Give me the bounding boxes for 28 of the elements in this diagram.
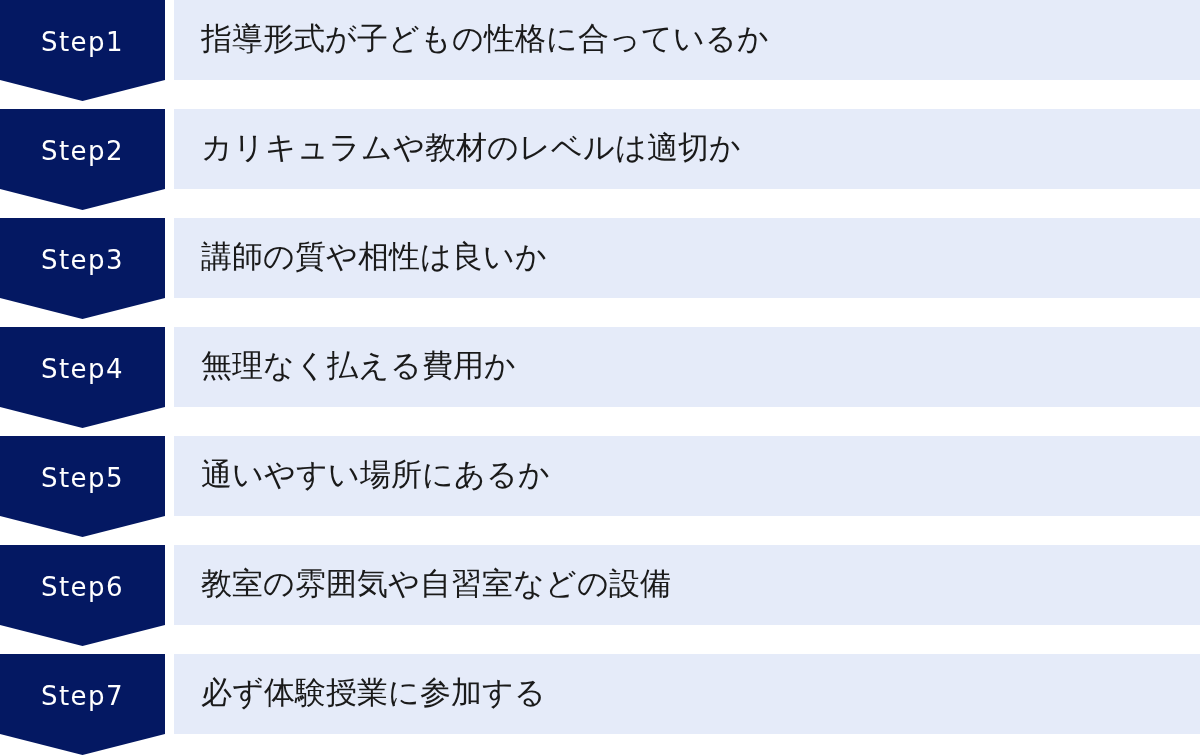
step-label: Step5 [39, 462, 126, 494]
criterion-text: 無理なく払える費用か [201, 347, 516, 383]
step-marker [0, 109, 165, 210]
criterion-box [174, 0, 1200, 80]
step-marker [0, 654, 165, 755]
step-label: Step2 [39, 135, 126, 167]
criterion-box [174, 327, 1200, 407]
step-label: Step7 [39, 680, 126, 712]
criterion-text: 指導形式が子どもの性格に合っているか [201, 20, 769, 56]
criterion-text: 必ず体験授業に参加する [201, 674, 546, 710]
criterion-box [174, 545, 1200, 625]
criterion-box [174, 218, 1200, 298]
criterion-text: 通いやすい場所にあるか [201, 456, 550, 492]
criterion-text: 教室の雰囲気や自習室などの設備 [201, 565, 671, 601]
step-label: Step3 [39, 244, 126, 276]
step-label: Step4 [39, 353, 126, 385]
criterion-box [174, 109, 1200, 189]
step-marker [0, 436, 165, 537]
criterion-text: 講師の質や相性は良いか [201, 238, 547, 274]
criterion-text: カリキュラムや教材のレベルは適切か [201, 129, 741, 165]
step-marker [0, 327, 165, 428]
criterion-box [174, 436, 1200, 516]
step-marker [0, 0, 165, 101]
criterion-box [174, 654, 1200, 734]
step-label: Step1 [39, 26, 126, 58]
step-marker [0, 545, 165, 646]
step-label: Step6 [39, 571, 126, 603]
step-marker [0, 218, 165, 319]
